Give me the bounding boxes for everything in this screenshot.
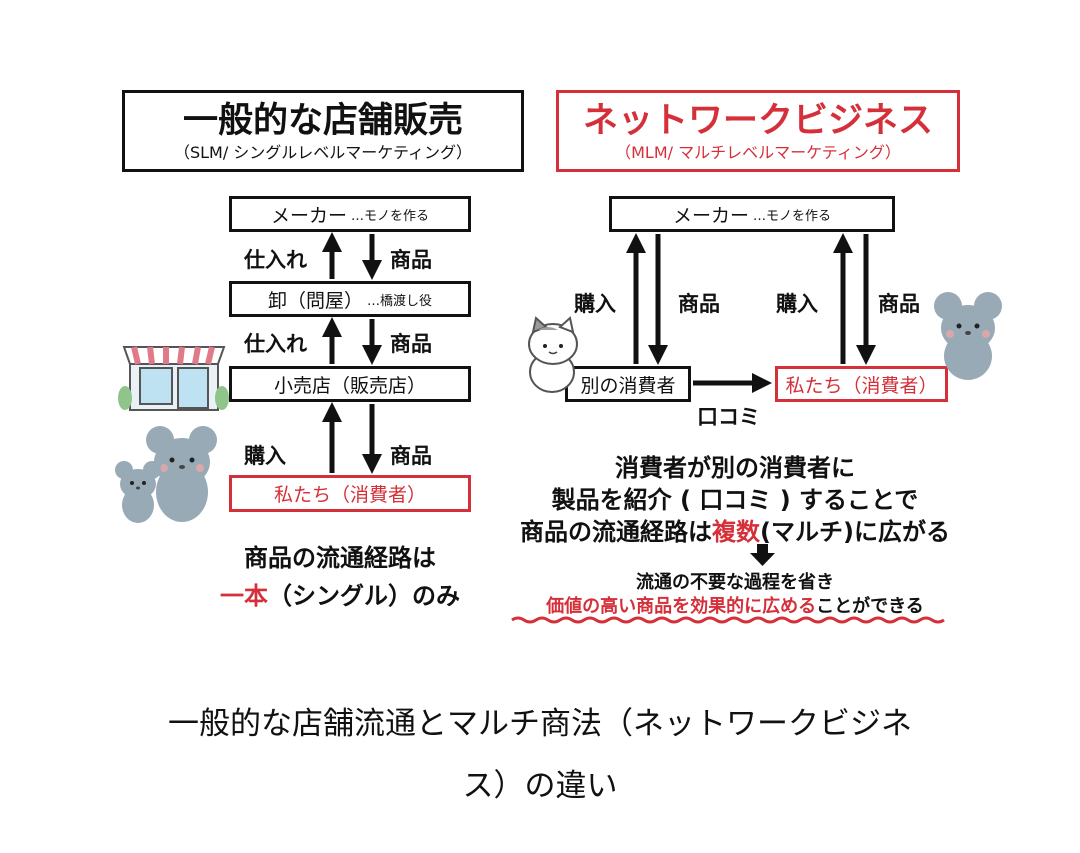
label-kuchikomi: 口コミ (697, 405, 760, 429)
right-maker-label: メーカー (672, 204, 749, 227)
caption-line1: 一般的な店舗流通とマルチ商法（ネットワークビジネ (168, 706, 912, 742)
left-title-box: 一般的な店舗販売 （SLM/ シングルレベルマーケティング） (122, 90, 524, 172)
label-shouhin-2: 商品 (390, 332, 432, 356)
left-maker-note: …モノを作る (351, 208, 430, 224)
explanation-line1: 消費者が別の消費者に (615, 454, 855, 482)
conclusion-line1: 流通の不要な過程を省き (636, 572, 834, 593)
label-shouhin-1: 商品 (390, 248, 432, 272)
label-shouhin-b: 商品 (878, 292, 920, 316)
right-title-box: ネットワークビジネス （MLM/ マルチレベルマーケティング） (556, 90, 960, 172)
right-subtitle: （MLM/ マルチレベルマーケティング） (615, 143, 901, 162)
red-wavy-underline (511, 616, 945, 624)
explanation-line3-red: 複数 (712, 518, 761, 546)
right-maker-box: メーカー …モノを作る (609, 196, 895, 232)
left-maker-box: メーカー …モノを作る (229, 196, 471, 232)
label-shouhin-a: 商品 (678, 292, 720, 316)
conclusion-line2: 価値の高い商品を効果的に広めることができる (500, 592, 970, 618)
left-summary-rest: （シングル）のみ (268, 582, 460, 610)
down-arrow-icon (750, 544, 775, 566)
label-shiire-2: 仕入れ (244, 332, 307, 356)
other-consumer-label: 別の消費者 (580, 374, 676, 397)
small-mouse-icon (115, 461, 161, 523)
left-summary-red: 一本 (220, 582, 268, 610)
caption-line2: ス）の違い (462, 768, 618, 804)
retailer-box: 小売店（販売店） (229, 366, 471, 402)
right-us-label: 私たち（消費者） (785, 374, 938, 397)
right-title: ネットワークビジネス (582, 101, 933, 141)
cat-icon (528, 316, 578, 393)
left-summary-line1: 商品の流通経路は (244, 544, 436, 572)
left-maker-label: メーカー (270, 204, 347, 227)
left-title: 一般的な店舗販売 (182, 101, 463, 141)
label-shouhin-3: 商品 (390, 444, 432, 468)
large-mouse-icon (146, 426, 217, 522)
shop-icon (118, 346, 229, 411)
conclusion-line2-b: ことができる (816, 596, 924, 617)
label-shiire-1: 仕入れ (244, 248, 307, 272)
left-summary-line2: 一本（シングル）のみ (150, 576, 530, 611)
explanation-line3: 商品の流通経路は複数(マルチ)に広がる (500, 512, 970, 547)
label-kounyu-left: 購入 (244, 444, 286, 468)
retailer-label: 小売店（販売店） (273, 374, 426, 397)
explanation-line3-a: 商品の流通経路は (520, 518, 713, 546)
right-maker-note: …モノを作る (753, 208, 832, 224)
explanation-line3-b: (マルチ)に広がる (760, 518, 950, 546)
left-subtitle: （SLM/ シングルレベルマーケティング） (173, 143, 473, 162)
wholesale-box: 卸（問屋） …橋渡し役 (229, 281, 471, 317)
label-kounyu-b: 購入 (776, 292, 818, 316)
label-kounyu-a: 購入 (574, 292, 616, 316)
right-mouse-icon (934, 292, 1002, 380)
wholesale-note: …橋渡し役 (367, 293, 433, 309)
left-us-box: 私たち（消費者） (229, 475, 471, 512)
wholesale-label: 卸（問屋） (267, 289, 363, 312)
explanation-line2: 製品を紹介 ( 口コミ ) することで (551, 486, 919, 514)
left-us-label: 私たち（消費者） (273, 484, 426, 506)
conclusion-line2-red: 価値の高い商品を効果的に広める (546, 596, 817, 617)
right-us-box: 私たち（消費者） (775, 366, 948, 402)
